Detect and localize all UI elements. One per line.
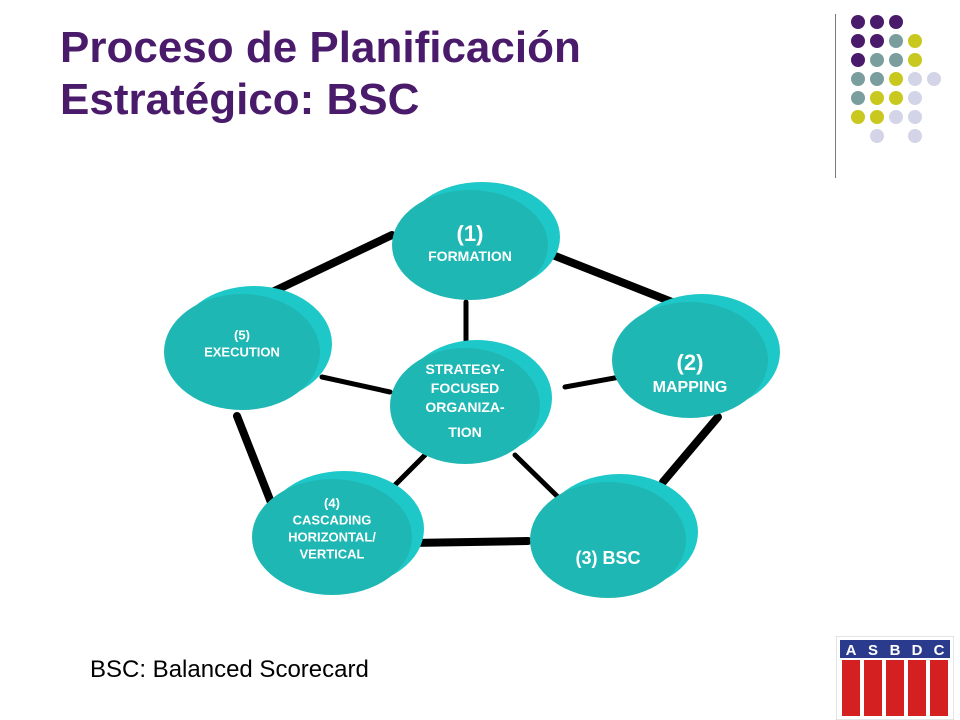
outer-connector-line [541, 248, 676, 306]
logo-letter: C [934, 642, 945, 659]
decorative-dot [889, 34, 903, 48]
inner-connector-line [512, 452, 561, 500]
node-1: (1) FORMATION [392, 182, 560, 300]
logo-red-stripe [842, 660, 860, 716]
logo-letter: B [890, 642, 901, 659]
logo-red-stripe [886, 660, 904, 716]
decorative-dot [851, 34, 865, 48]
center-node-strategy-focused: STRATEGY- FOCUSED ORGANIZA- TION [390, 340, 552, 464]
node-ellipse [252, 479, 412, 595]
inner-connector-line [392, 452, 428, 488]
decorative-dot [870, 91, 884, 105]
logo-letter: A [846, 642, 857, 659]
footnote-caption: BSC: Balanced Scorecard [90, 656, 369, 683]
decorative-dot [870, 129, 884, 143]
decorative-dot [889, 53, 903, 67]
inner-connector-line [319, 374, 393, 395]
node-label-number: (1) [457, 221, 484, 246]
node-ellipse [612, 302, 768, 418]
center-node-label-line: ORGANIZA- [425, 399, 505, 415]
decorative-divider-line [835, 14, 836, 178]
decorative-dot [870, 110, 884, 124]
decorative-dot [889, 72, 903, 86]
decorative-dot [908, 72, 922, 86]
node-label-number: (2) [677, 350, 704, 375]
decorative-dot [908, 53, 922, 67]
decorative-dot [908, 34, 922, 48]
inner-connector-line [562, 374, 623, 390]
node-label-line: HORIZONTAL/ [288, 530, 376, 545]
decorative-dot [851, 72, 865, 86]
decorative-dot [870, 34, 884, 48]
outer-connector-line [659, 413, 722, 486]
node-ellipse [164, 294, 320, 410]
logo-red-stripe [864, 660, 882, 716]
node-3: (3) BSC [530, 474, 698, 598]
outer-connector-line [233, 412, 276, 509]
logo-letter: S [868, 642, 878, 659]
logo-red-stripe [908, 660, 926, 716]
node-4: (4) CASCADING HORIZONTAL/VERTICAL [252, 471, 424, 595]
center-node-label-line: STRATEGY- [425, 361, 504, 377]
decorative-dot [889, 91, 903, 105]
node-ellipse [390, 348, 540, 464]
outer-connector-line [406, 537, 532, 547]
decorative-dot [908, 129, 922, 143]
center-node-label-line: TION [448, 424, 481, 440]
node-2: (2) MAPPING [612, 294, 780, 418]
node-ellipse [392, 190, 548, 300]
decorative-dot [851, 53, 865, 67]
node-label-number: (4) [324, 496, 340, 511]
node-label-line: VERTICAL [300, 547, 365, 562]
page-title: Proceso de Planificación Estratégico: BS… [60, 22, 581, 126]
logo-red-stripe [930, 660, 948, 716]
decorative-dot [870, 72, 884, 86]
diagram-nodes: STRATEGY- FOCUSED ORGANIZA- TION (1) FORMATIO… [164, 182, 780, 598]
decorative-dot [870, 53, 884, 67]
node-label-number: (5) [234, 328, 250, 343]
logo-letter: D [912, 642, 923, 659]
decorative-dot [927, 72, 941, 86]
decorative-dot [889, 110, 903, 124]
node-label-number: (3) BSC [575, 548, 640, 568]
node-label-line: FORMATION [428, 248, 512, 264]
decorative-dot [851, 15, 865, 29]
node-label-line: CASCADING [293, 513, 372, 528]
center-node-label-line: FOCUSED [431, 380, 499, 396]
node-5: (5) EXECUTION [164, 286, 332, 410]
node-label-line: MAPPING [653, 379, 728, 396]
decorative-dot [908, 110, 922, 124]
title-line-2: Estratégico: BSC [60, 75, 420, 124]
decorative-dot [851, 110, 865, 124]
decorative-dot [908, 91, 922, 105]
decorative-dot-grid [851, 15, 941, 143]
node-ellipse [530, 482, 686, 598]
decorative-dot [851, 91, 865, 105]
node-label-line: EXECUTION [204, 345, 280, 360]
decorative-dot [870, 15, 884, 29]
title-line-1: Proceso de Planificación [60, 23, 581, 72]
logo-blue-band [840, 640, 950, 658]
decorative-dot [889, 15, 903, 29]
